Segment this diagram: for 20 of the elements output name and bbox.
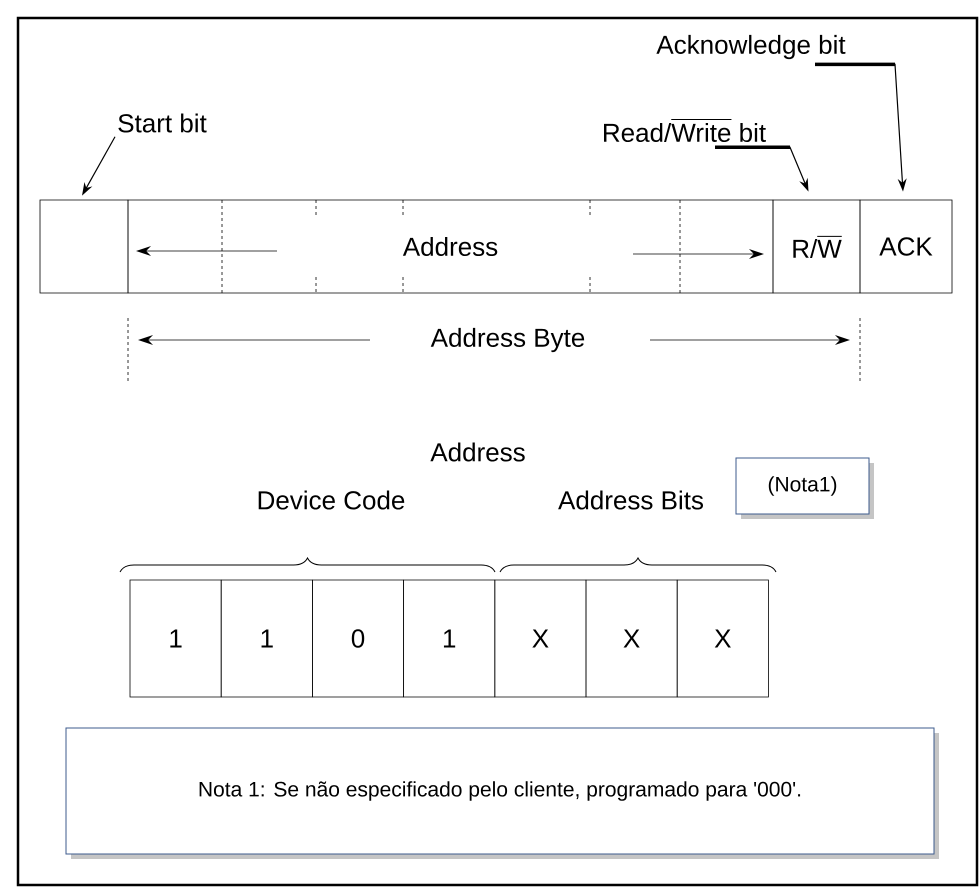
note-box: Nota 1: Se não especificado pelo cliente, programado para '000'. — [66, 728, 939, 859]
label-text: Device Code — [254, 488, 408, 512]
bit-cell: X — [586, 580, 678, 698]
bit-cell: 1 — [220, 580, 313, 698]
callout-text: $\text{Read/}\overline{\text{Write}}\text{ bit}$ — [604, 119, 766, 142]
bit-cell: 1 — [130, 580, 222, 698]
bit-cell: 1 — [403, 580, 496, 698]
bit-cell: ACK — [860, 200, 952, 294]
label-text: Address Byte — [428, 326, 588, 354]
bit-cell: X — [494, 580, 586, 698]
label-text: Address — [428, 440, 528, 464]
callout-text: Start bit — [118, 113, 207, 133]
note-tag: (Nota1) — [736, 458, 874, 519]
callout-text: Acknowledge bit — [656, 34, 846, 60]
address-field: Address — [128, 200, 774, 294]
bit-cell: X — [676, 580, 769, 698]
label-text: Address Bits — [556, 488, 706, 512]
bit-cell: $\text{R/}\overline{\text{W}}$ — [772, 200, 860, 294]
bit-cell — [40, 200, 128, 294]
bit-cell: 0 — [312, 580, 404, 698]
